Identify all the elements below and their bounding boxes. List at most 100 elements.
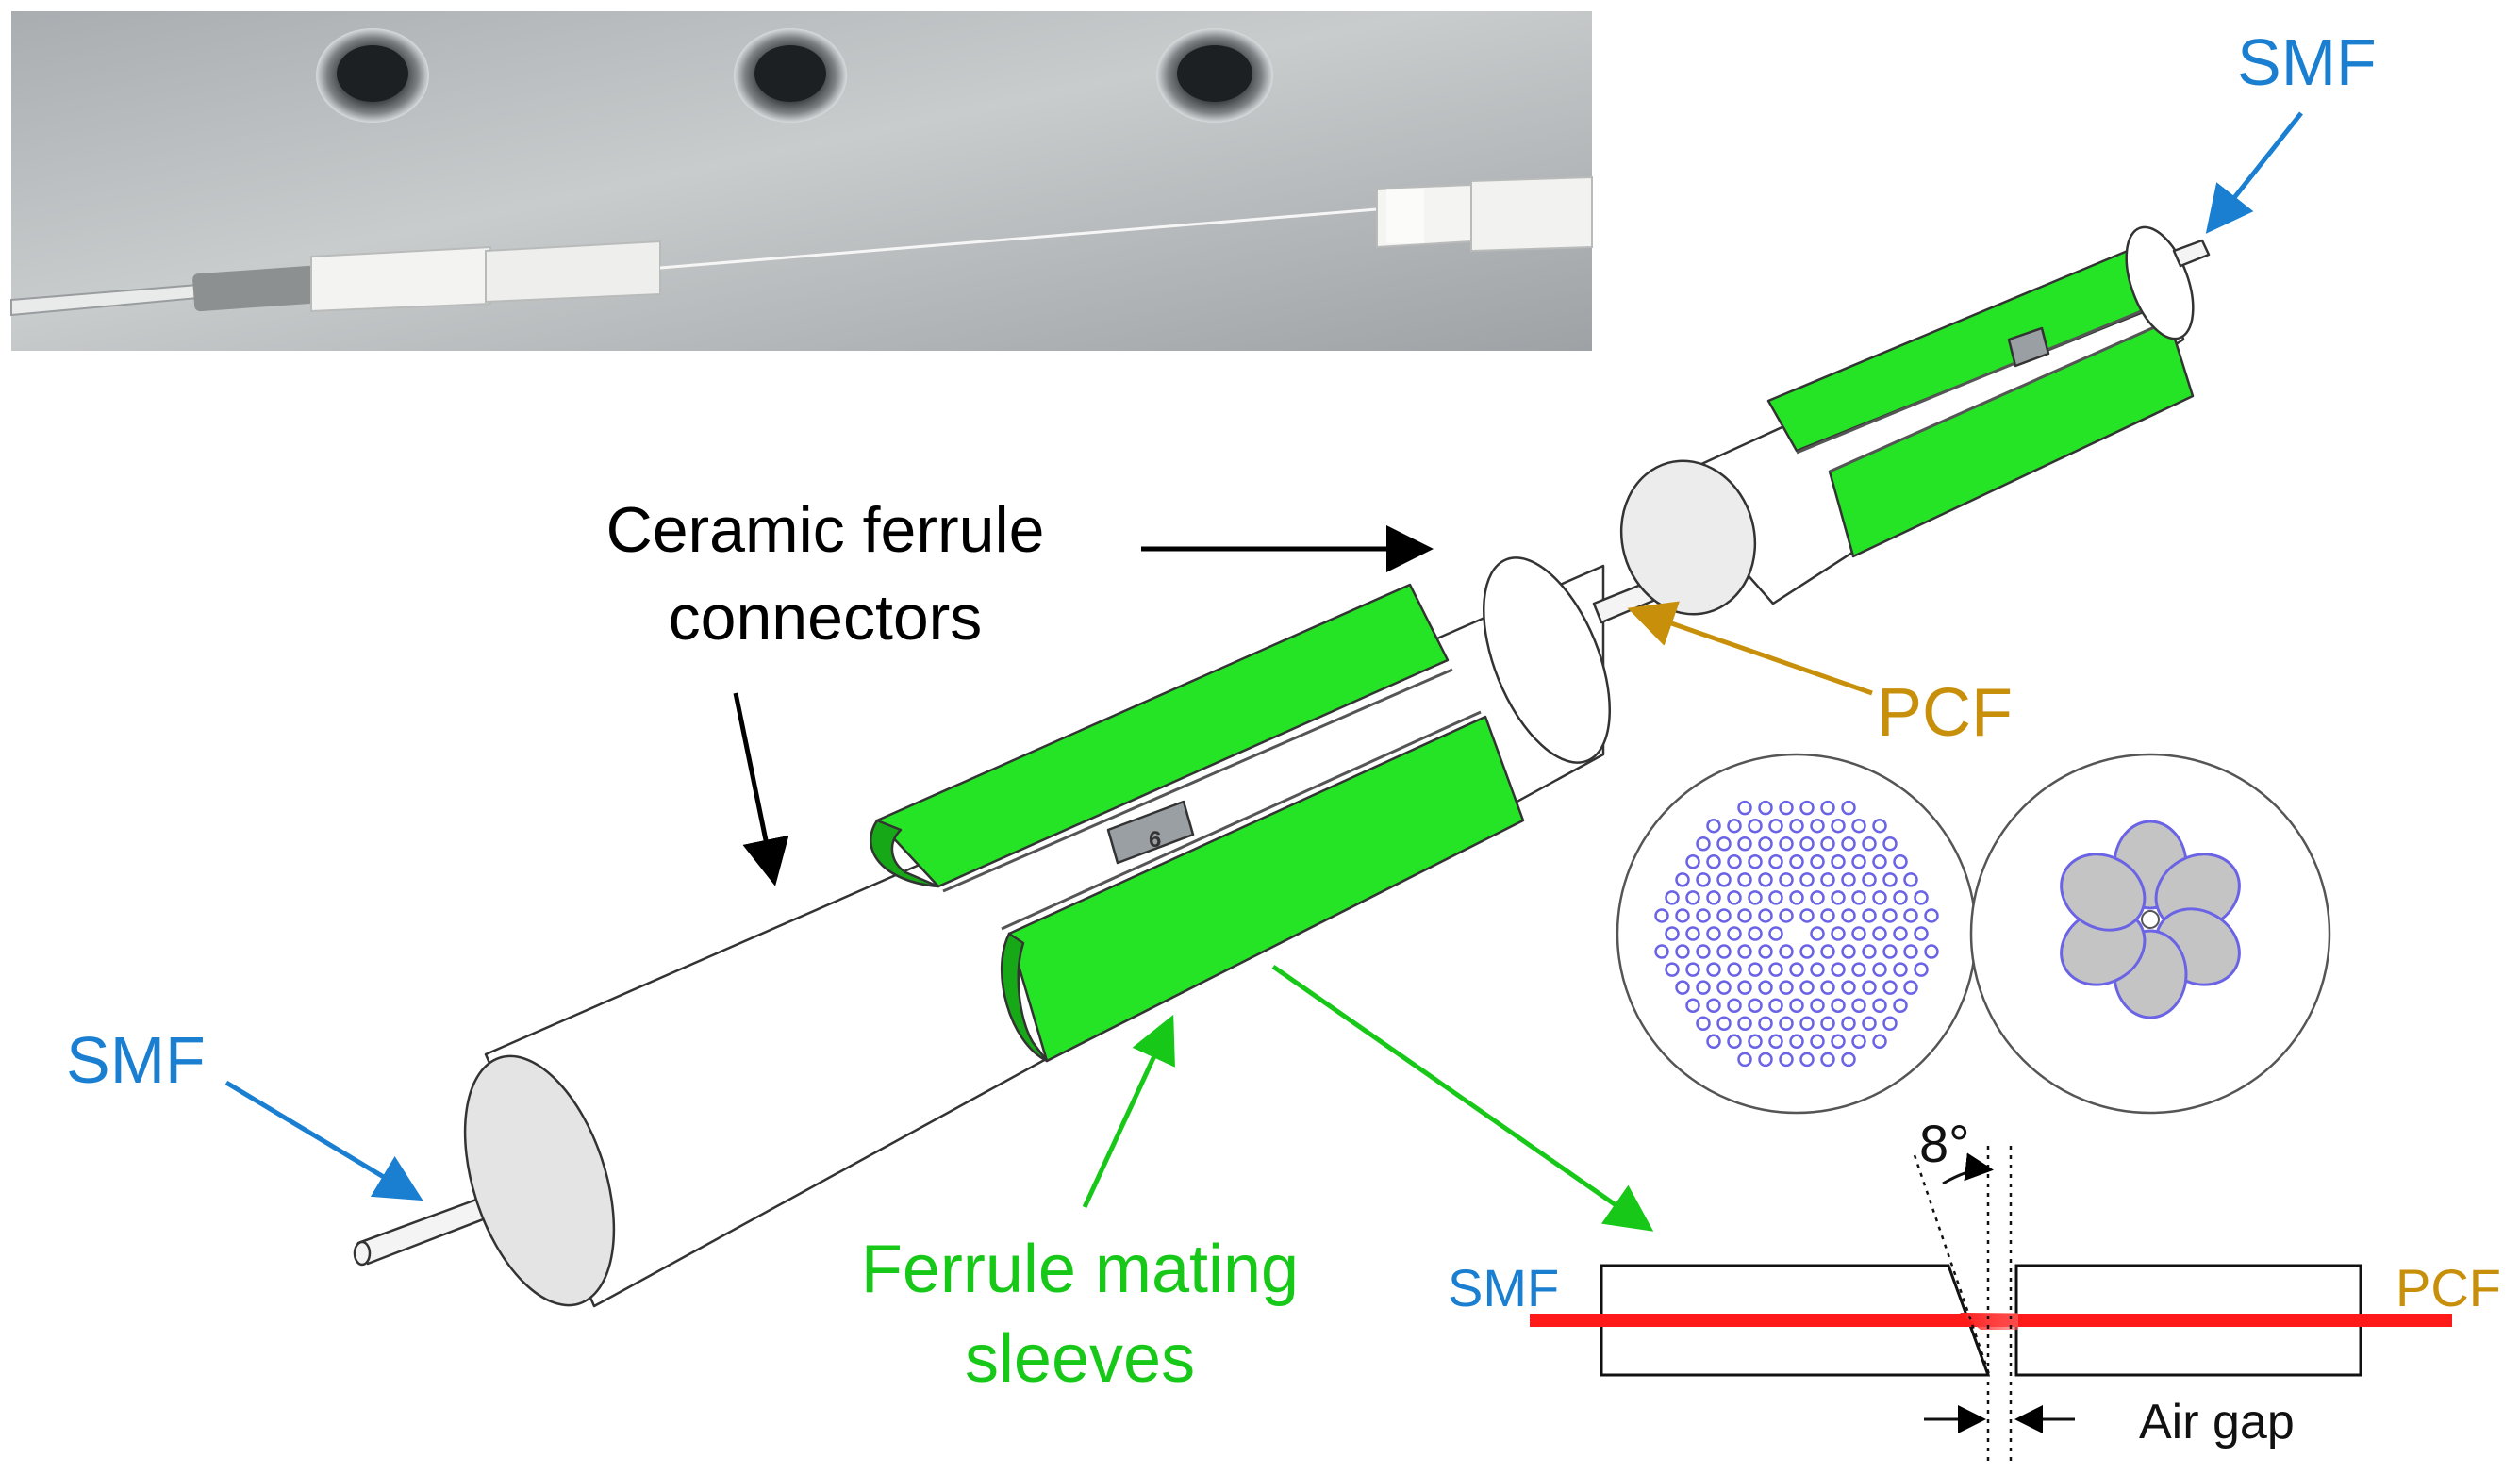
air-hole <box>1851 818 1866 834</box>
air-hole <box>1841 980 1856 995</box>
air-hole <box>1706 998 1721 1013</box>
air-hole <box>1903 944 1918 959</box>
air-hole <box>1810 1034 1825 1050</box>
air-hole <box>1810 890 1825 905</box>
air-hole <box>1716 836 1732 852</box>
air-hole <box>1654 944 1669 959</box>
air-hole <box>1675 872 1690 887</box>
air-hole <box>1831 962 1846 977</box>
photo-inset <box>10 11 1593 351</box>
air-hole <box>1696 908 1711 923</box>
air-hole <box>1665 890 1680 905</box>
air-hole <box>1914 962 1929 977</box>
air-hole <box>1872 998 1887 1013</box>
air-hole <box>1820 908 1835 923</box>
air-hole <box>1851 998 1866 1013</box>
air-hole <box>1748 818 1763 834</box>
air-hole <box>1872 962 1887 977</box>
air-hole <box>1799 1016 1815 1032</box>
air-hole <box>1872 854 1887 869</box>
air-hole <box>1685 854 1700 869</box>
air-hole <box>1924 908 1939 923</box>
air-hole <box>1914 890 1929 905</box>
air-hole <box>1872 890 1887 905</box>
air-hole <box>1893 926 1908 941</box>
inset-smf-label: SMF <box>1448 1258 1559 1317</box>
air-hole <box>1903 908 1918 923</box>
air-hole <box>1675 980 1690 995</box>
air-hole <box>1882 908 1898 923</box>
fiber-connector-photo <box>10 175 1593 317</box>
screw-hole-icon <box>734 28 847 123</box>
air-hole <box>1706 890 1721 905</box>
air-hole <box>1727 1034 1742 1050</box>
air-hole <box>1768 818 1783 834</box>
air-hole <box>1862 908 1877 923</box>
air-hole <box>1706 854 1721 869</box>
air-hole <box>1841 944 1856 959</box>
air-hole <box>1685 998 1700 1013</box>
angle-label: 8° <box>1919 1114 1970 1173</box>
air-hole <box>1779 908 1794 923</box>
splice-inset <box>1530 1146 2452 1462</box>
air-hole <box>1768 962 1783 977</box>
air-hole <box>1851 1034 1866 1050</box>
air-hole <box>1748 998 1763 1013</box>
air-hole <box>1831 854 1846 869</box>
air-hole <box>1831 818 1846 834</box>
air-hole <box>1768 1034 1783 1050</box>
air-hole <box>1779 872 1794 887</box>
air-hole <box>1820 836 1835 852</box>
air-hole <box>1768 926 1783 941</box>
air-hole <box>1779 836 1794 852</box>
air-hole <box>1851 854 1866 869</box>
air-hole <box>1820 800 1835 816</box>
air-hole <box>1737 908 1752 923</box>
air-hole <box>1872 926 1887 941</box>
air-hole <box>1727 818 1742 834</box>
air-hole <box>1789 962 1804 977</box>
air-hole <box>1841 1016 1856 1032</box>
air-hole <box>1924 944 1939 959</box>
air-hole <box>1758 800 1773 816</box>
air-hole <box>1882 1016 1898 1032</box>
air-hole <box>1727 962 1742 977</box>
air-hole <box>1789 854 1804 869</box>
air-hole <box>1810 998 1825 1013</box>
left-connector <box>353 556 1698 1308</box>
air-hole <box>1758 1052 1773 1068</box>
air-hole <box>1893 854 1908 869</box>
air-hole <box>1748 890 1763 905</box>
smf-top-label: SMF <box>2237 25 2377 99</box>
ceramic-label-line1: Ceramic ferrule <box>606 494 1045 566</box>
air-hole <box>1882 836 1898 852</box>
air-hole <box>1706 926 1721 941</box>
air-hole <box>1841 1052 1856 1068</box>
air-hole <box>1737 1016 1752 1032</box>
air-hole <box>1831 1034 1846 1050</box>
air-hole <box>1851 890 1866 905</box>
air-hole <box>1727 890 1742 905</box>
air-hole <box>1758 836 1773 852</box>
ceramic-label-line2: connectors <box>669 582 983 654</box>
key-mark-label: 6 <box>1149 827 1161 853</box>
air-hole <box>1862 944 1877 959</box>
air-hole <box>1727 998 1742 1013</box>
air-hole <box>1748 962 1763 977</box>
air-gap-label: Air gap <box>2139 1395 2295 1449</box>
air-hole <box>1737 1052 1752 1068</box>
air-hole <box>1841 836 1856 852</box>
cladding-lobe <box>2060 853 2147 932</box>
air-hole <box>1696 872 1711 887</box>
air-hole <box>1914 926 1929 941</box>
air-hole <box>1706 962 1721 977</box>
air-hole <box>1831 890 1846 905</box>
air-hole <box>1654 908 1669 923</box>
air-hole <box>1893 962 1908 977</box>
air-hole <box>1789 998 1804 1013</box>
air-hole <box>1820 872 1835 887</box>
air-hole <box>1799 1052 1815 1068</box>
pcf-label: PCF <box>1877 675 2013 751</box>
air-hole <box>1882 944 1898 959</box>
